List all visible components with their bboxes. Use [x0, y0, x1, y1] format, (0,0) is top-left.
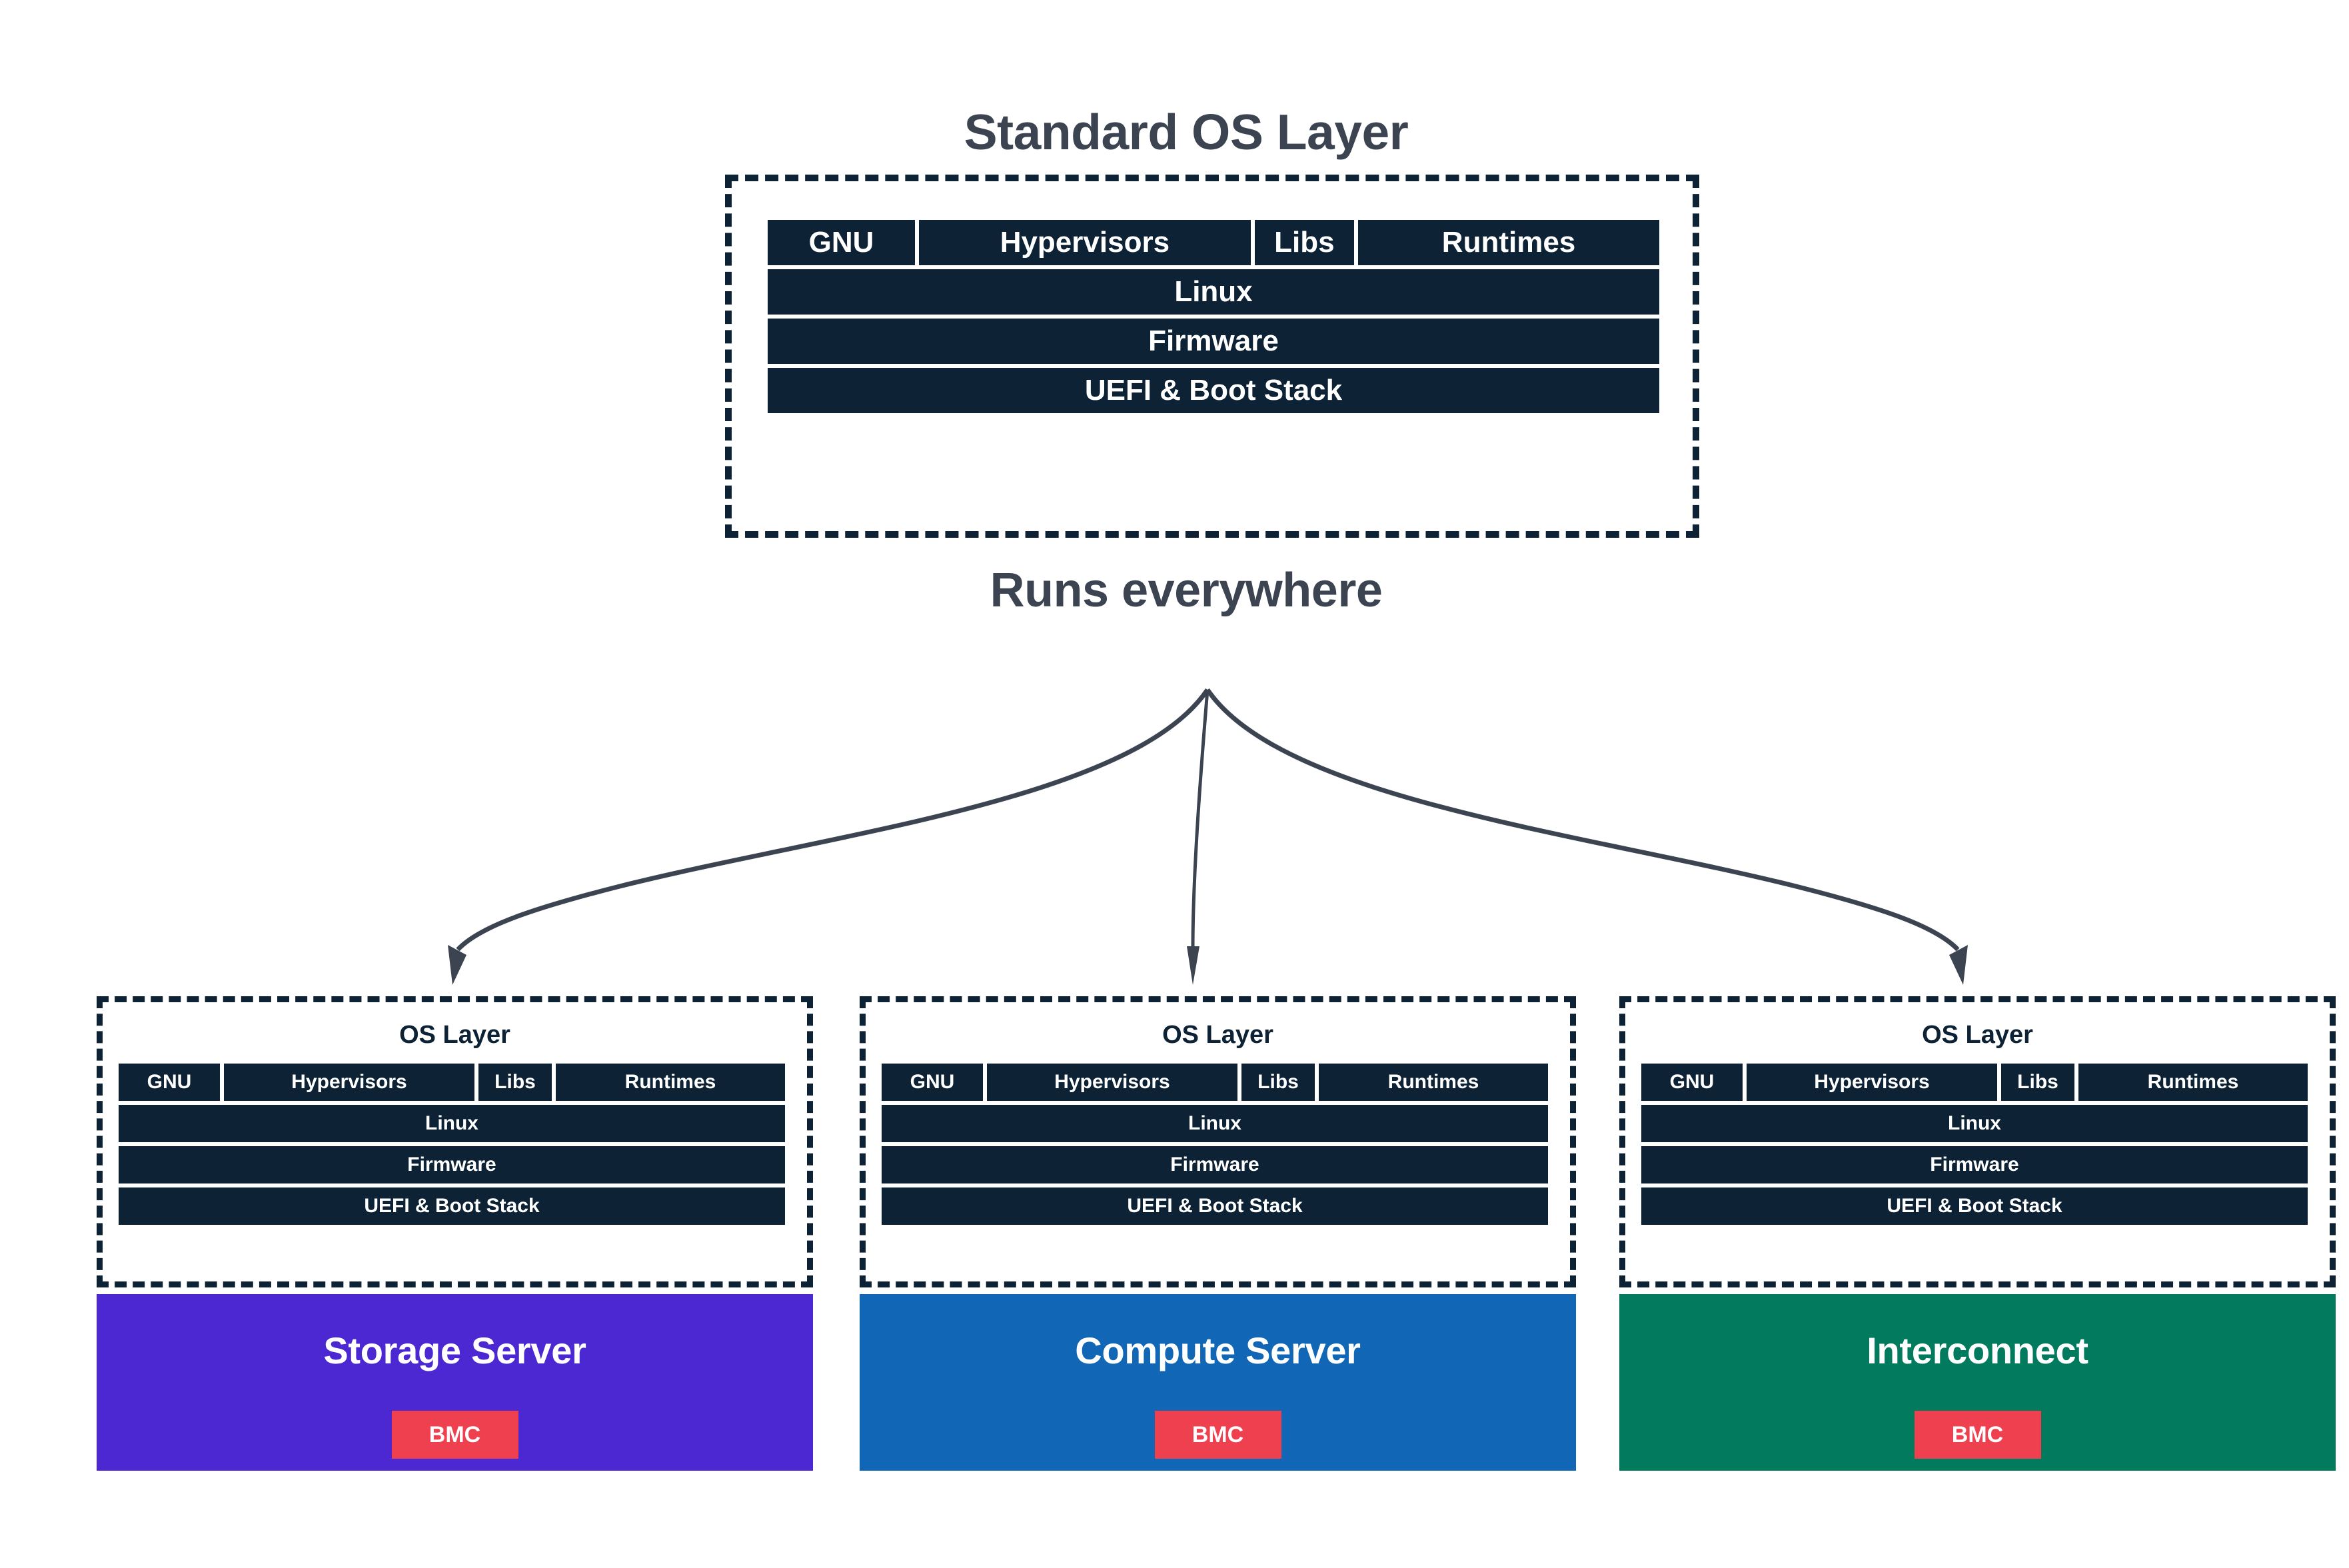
layer-linux: Linux: [119, 1105, 785, 1142]
layer-uefi-boot-stack: UEFI & Boot Stack: [1641, 1187, 2308, 1225]
standard-os-layer-stack: GNU Hypervisors Libs Runtimes Linux Firm…: [768, 220, 1660, 417]
layer-row-uefi: UEFI & Boot Stack: [1641, 1187, 2308, 1225]
layer-linux: Linux: [882, 1105, 1548, 1142]
layer-row-firmware: Firmware: [768, 319, 1659, 364]
component-hypervisors: Hypervisors: [1747, 1064, 1997, 1101]
storage-server-panel: Storage Server BMC: [97, 1294, 813, 1471]
component-gnu: GNU: [768, 220, 915, 265]
layer-row-linux: Linux: [1641, 1105, 2308, 1142]
layer-linux: Linux: [1641, 1105, 2308, 1142]
interconnect-title: Interconnect: [1867, 1329, 2088, 1371]
arrow-group: [448, 688, 1968, 985]
compute-server-panel: Compute Server BMC: [860, 1294, 1576, 1471]
stack-group-compute: OS Layer GNU Hypervisors Libs Runtimes L…: [860, 996, 1576, 1471]
os-layer-stack-compute: GNU Hypervisors Libs Runtimes Linux Firm…: [882, 1064, 1548, 1229]
layer-firmware: Firmware: [119, 1146, 785, 1183]
standard-os-layer-container: [725, 175, 1699, 538]
component-hypervisors: Hypervisors: [224, 1064, 474, 1101]
arrow-to-storage-icon: [456, 688, 1209, 952]
layer-uefi-boot-stack: UEFI & Boot Stack: [768, 368, 1659, 413]
component-libs: Libs: [1241, 1064, 1315, 1101]
layer-linux: Linux: [768, 269, 1659, 315]
layer-row-firmware: Firmware: [119, 1146, 785, 1183]
runs-everywhere-label: Runs everywhere: [990, 564, 1383, 617]
layer-firmware: Firmware: [1641, 1146, 2308, 1183]
bmc-badge-storage: BMC: [391, 1411, 518, 1459]
os-layer-container-interconnect: OS Layer GNU Hypervisors Libs Runtimes L…: [1619, 996, 2336, 1287]
component-gnu: GNU: [1641, 1064, 1743, 1101]
layer-uefi-boot-stack: UEFI & Boot Stack: [882, 1187, 1548, 1225]
arrow-head-storage-icon: [448, 945, 466, 985]
component-gnu: GNU: [882, 1064, 983, 1101]
layer-firmware: Firmware: [882, 1146, 1548, 1183]
component-gnu: GNU: [119, 1064, 220, 1101]
component-runtimes: Runtimes: [2078, 1064, 2308, 1101]
component-hypervisors: Hypervisors: [919, 220, 1251, 265]
interconnect-panel: Interconnect BMC: [1619, 1294, 2336, 1471]
os-layer-container-storage: OS Layer GNU Hypervisors Libs Runtimes L…: [97, 996, 813, 1287]
arrow-head-interconnect-icon: [1949, 945, 1968, 985]
stack-group-storage: OS Layer GNU Hypervisors Libs Runtimes L…: [97, 996, 813, 1471]
layer-row-uefi: UEFI & Boot Stack: [882, 1187, 1548, 1225]
component-libs: Libs: [1254, 220, 1355, 265]
os-components-row: GNU Hypervisors Libs Runtimes: [882, 1064, 1548, 1101]
os-components-row: GNU Hypervisors Libs Runtimes: [768, 220, 1660, 265]
layer-row-linux: Linux: [119, 1105, 785, 1142]
layer-uefi-boot-stack: UEFI & Boot Stack: [119, 1187, 785, 1225]
layer-row-linux: Linux: [882, 1105, 1548, 1142]
component-runtimes: Runtimes: [556, 1064, 785, 1101]
component-libs: Libs: [2001, 1064, 2074, 1101]
os-layer-stack-storage: GNU Hypervisors Libs Runtimes Linux Firm…: [119, 1064, 785, 1229]
os-layer-title-compute: OS Layer: [1162, 1021, 1273, 1049]
bmc-badge-interconnect: BMC: [1914, 1411, 2041, 1459]
layer-row-firmware: Firmware: [882, 1146, 1548, 1183]
os-components-row: GNU Hypervisors Libs Runtimes: [1641, 1064, 2308, 1101]
component-runtimes: Runtimes: [1319, 1064, 1548, 1101]
component-runtimes: Runtimes: [1358, 220, 1660, 265]
bmc-badge-compute: BMC: [1154, 1411, 1281, 1459]
os-layer-container-compute: OS Layer GNU Hypervisors Libs Runtimes L…: [860, 996, 1576, 1287]
page-title: Standard OS Layer: [964, 104, 1409, 160]
layer-row-linux: Linux: [768, 269, 1659, 315]
layer-row-uefi: UEFI & Boot Stack: [119, 1187, 785, 1225]
component-libs: Libs: [478, 1064, 552, 1101]
os-components-row: GNU Hypervisors Libs Runtimes: [119, 1064, 785, 1101]
arrow-head-compute-icon: [1187, 946, 1199, 985]
storage-server-title: Storage Server: [323, 1329, 586, 1371]
os-layer-title-interconnect: OS Layer: [1922, 1021, 2033, 1049]
os-layer-stack-interconnect: GNU Hypervisors Libs Runtimes Linux Firm…: [1641, 1064, 2308, 1229]
layer-row-firmware: Firmware: [1641, 1146, 2308, 1183]
compute-server-title: Compute Server: [1075, 1329, 1361, 1371]
stack-group-interconnect: OS Layer GNU Hypervisors Libs Runtimes L…: [1619, 996, 2336, 1471]
layer-row-uefi: UEFI & Boot Stack: [768, 368, 1659, 413]
arrow-to-interconnect-icon: [1205, 688, 1960, 952]
component-hypervisors: Hypervisors: [987, 1064, 1237, 1101]
os-layer-title-storage: OS Layer: [399, 1021, 510, 1049]
arrow-to-compute-icon: [1191, 689, 1209, 950]
layer-firmware: Firmware: [768, 319, 1659, 364]
